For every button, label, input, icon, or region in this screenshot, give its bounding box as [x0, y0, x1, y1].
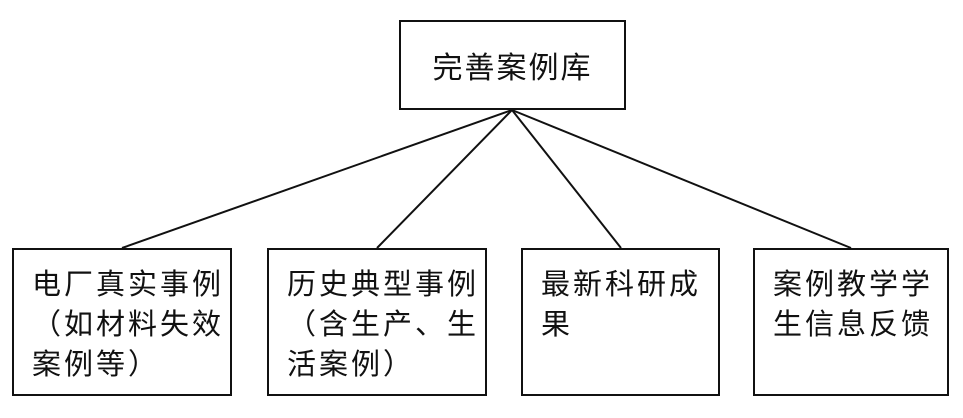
connector-line-1: [121, 109, 513, 249]
root-node: 完善案例库: [399, 20, 626, 110]
child-node-student-feedback: 案例教学学 生信息反馈: [753, 248, 949, 396]
node-text-line: （含生产、生: [287, 307, 480, 341]
child-node-historical-cases: 历史典型事例 （含生产、生 活案例）: [267, 248, 487, 396]
node-text-line: （如材料失效: [32, 307, 225, 341]
node-text-line: 果: [541, 307, 574, 341]
node-text-line: 案例教学学: [773, 267, 934, 301]
node-text-line: 生信息反馈: [773, 307, 934, 341]
node-text-line: 电厂真实事例: [32, 267, 225, 301]
root-node-label: 完善案例库: [432, 51, 593, 86]
child-node-research-results: 最新科研成 果: [521, 248, 720, 396]
node-text-line: 历史典型事例: [287, 267, 480, 301]
connector-line-3: [511, 109, 622, 249]
node-text-line: 案例等）: [32, 347, 161, 381]
node-text-line: 活案例）: [287, 347, 416, 381]
connector-line-2: [376, 109, 513, 249]
node-text-line: 最新科研成: [541, 267, 702, 301]
connector-line-4: [511, 109, 852, 249]
child-node-plant-cases: 电厂真实事例 （如材料失效 案例等）: [12, 248, 232, 396]
